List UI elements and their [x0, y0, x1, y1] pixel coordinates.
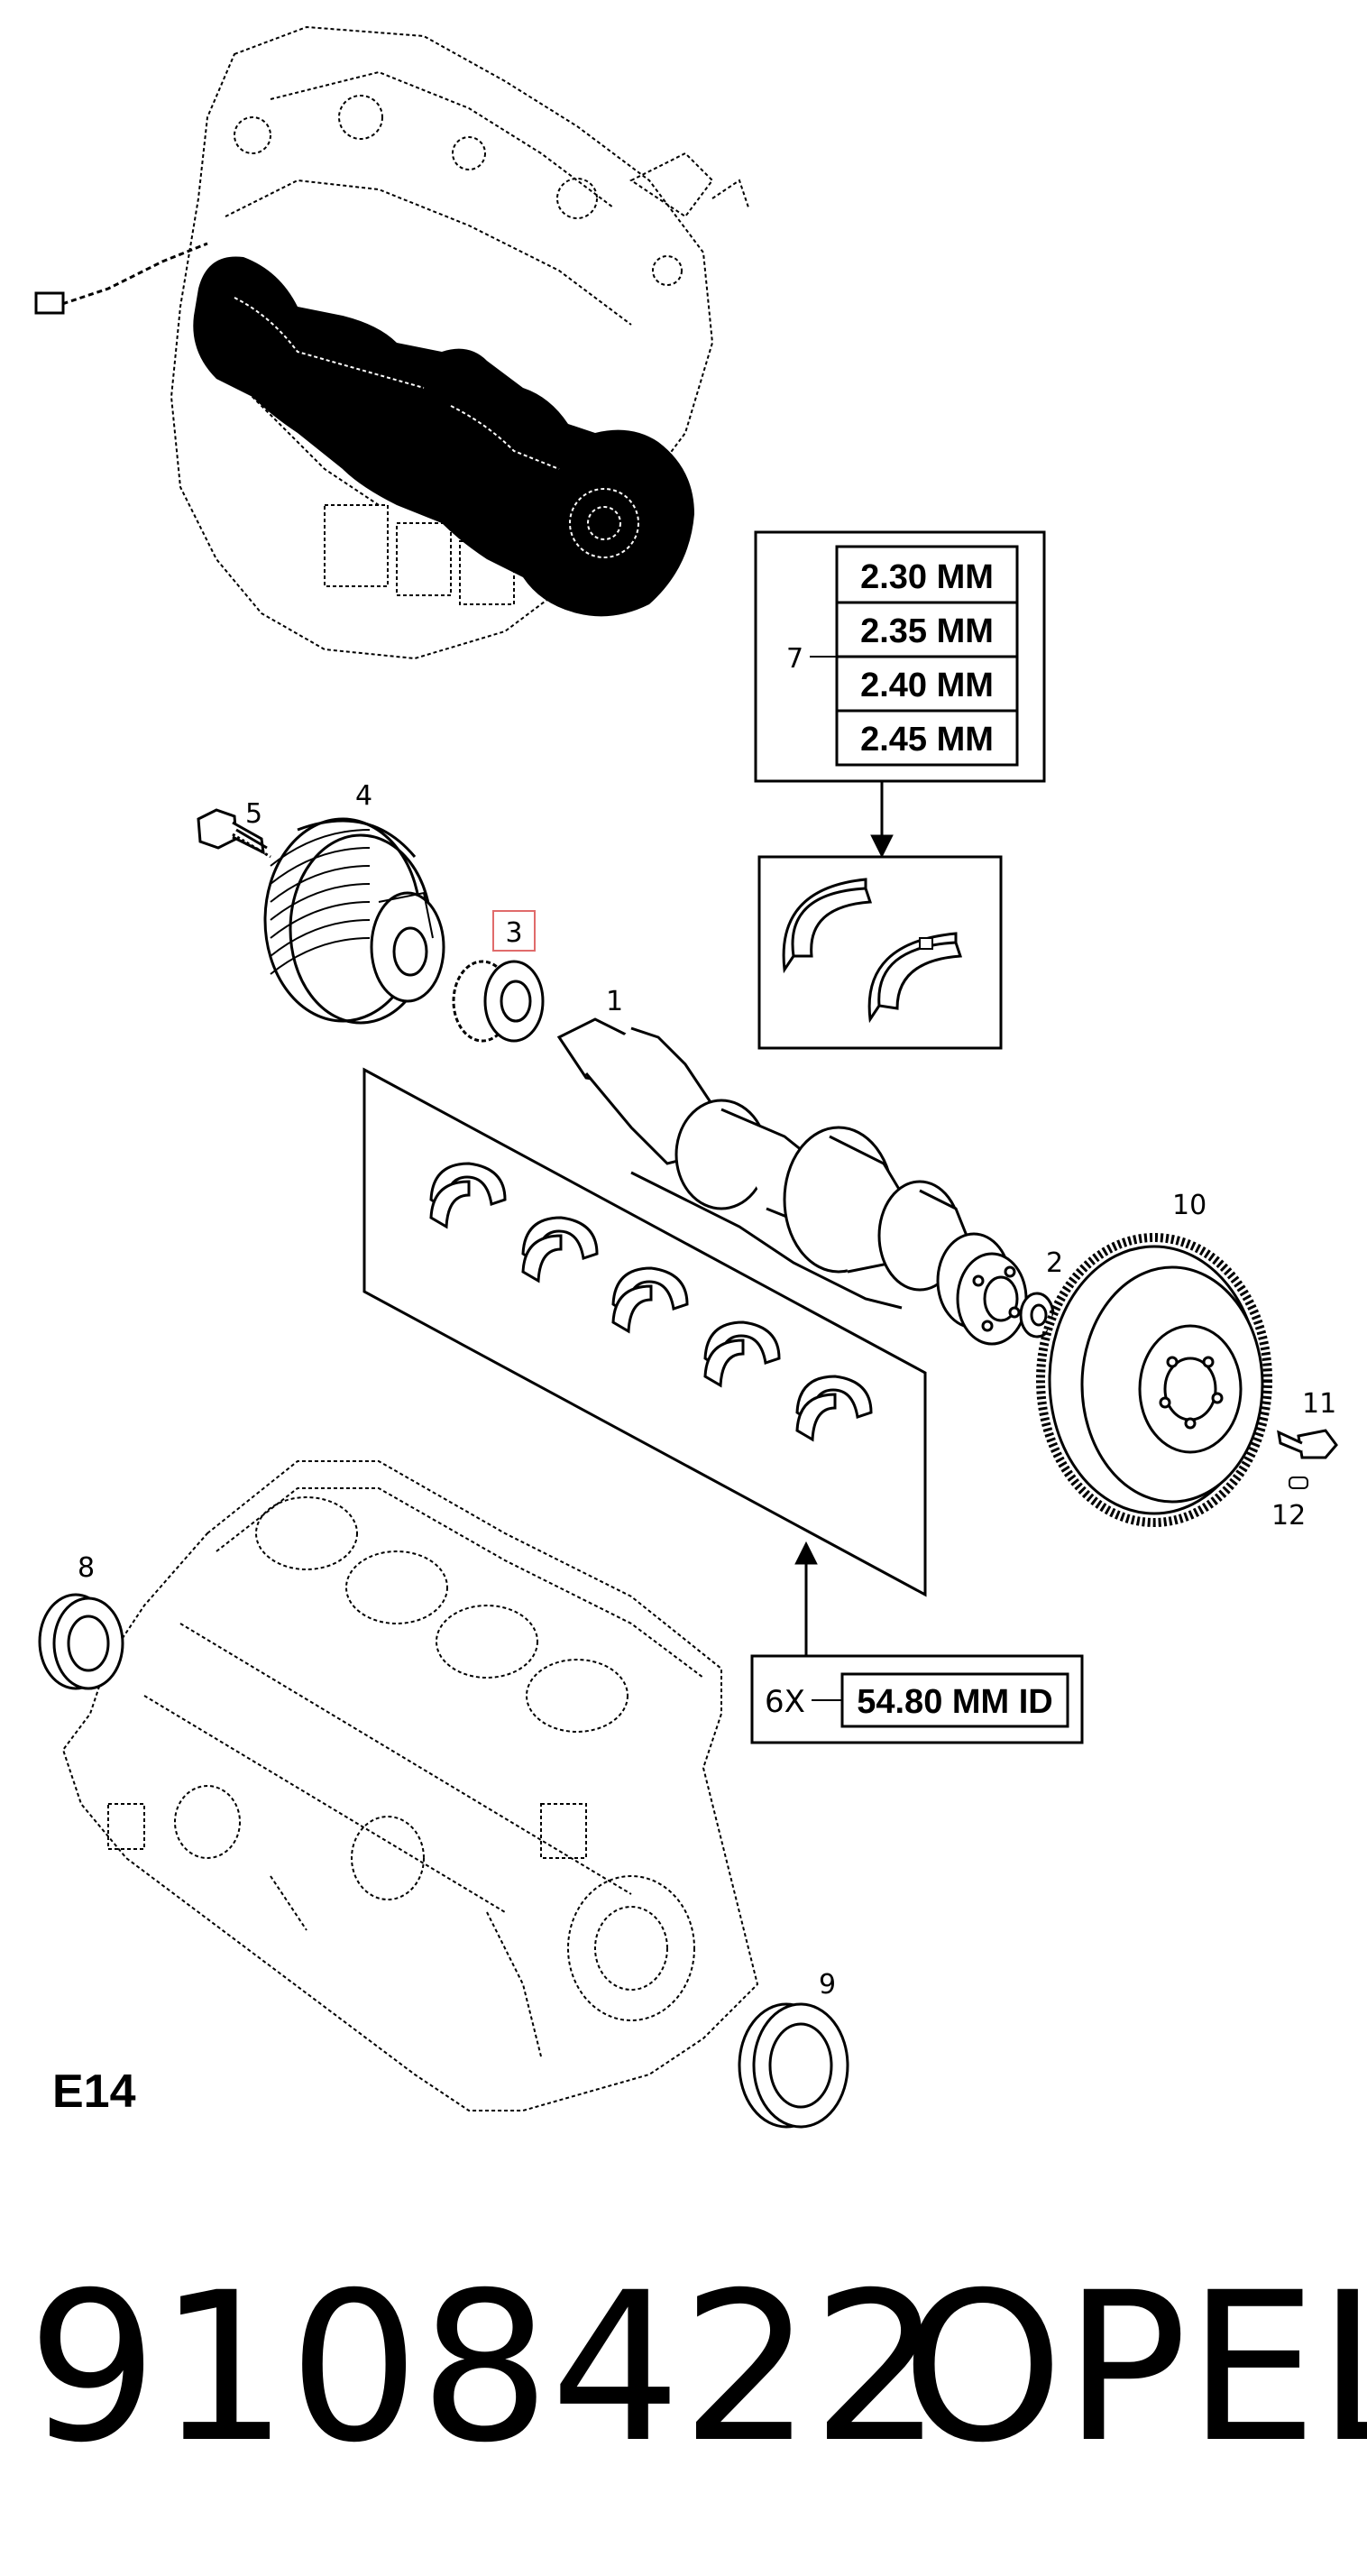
washer-size-2: 2.35 MM [860, 612, 994, 650]
rear-oil-seal [738, 2002, 849, 2129]
washer-size-row [835, 601, 1019, 658]
thrust-washers-panel [757, 855, 1003, 1050]
callout-4: 4 [355, 780, 372, 812]
callout-9: 9 [819, 1969, 836, 2001]
engine-code: E14 [52, 2065, 136, 2118]
flywheel-dowel [1289, 1477, 1308, 1489]
crankshaft [556, 1017, 1028, 1346]
brand-name: OPEL [902, 2248, 1367, 2488]
bearing-quantity: 6X [765, 1684, 805, 1720]
thrust-washer-upper [791, 887, 873, 958]
flywheel [1036, 1233, 1272, 1527]
main-bearing-shell [703, 1320, 781, 1388]
callout-10: 10 [1172, 1190, 1206, 1221]
thrust-washer-lower-inner [867, 932, 958, 1024]
callout-11: 11 [1302, 1388, 1336, 1420]
thrust-washer-size-panel: 2.30 MM 2.35 MM 2.40 MM 2.45 MM 7 [754, 530, 1046, 783]
crankshaft-location-silhouette [193, 256, 694, 617]
washer-size-3: 2.40 MM [860, 667, 994, 704]
crankshaft-silhouette-highlights [234, 297, 639, 558]
engine-assembly-illustration [170, 25, 749, 660]
crankshaft-sprocket [452, 960, 545, 1043]
main-bearings-panel [362, 1067, 927, 1597]
part-number: 9108422 [27, 2248, 943, 2488]
callout-2: 2 [1046, 1247, 1063, 1279]
callout-1: 1 [606, 986, 623, 1017]
sensor-wire-illustration [34, 242, 208, 315]
callout-7: 7 [786, 643, 803, 675]
callout-8: 8 [78, 1552, 95, 1584]
main-bearing-shell [521, 1216, 599, 1283]
callout-3-highlight [492, 910, 536, 952]
bearing-arrow [794, 1541, 818, 1656]
front-oil-seal [38, 1593, 124, 1690]
thrust-washer-lower [877, 941, 963, 1010]
callout-3: 3 [505, 917, 522, 949]
washer-size-4: 2.45 MM [860, 721, 994, 759]
bearing-size-note: 6X 54.80 MM ID [750, 1654, 1084, 1744]
bearing-size: 54.80 MM ID [857, 1683, 1053, 1721]
thrust-washer-upper-inner [782, 878, 867, 974]
engine-block-illustration [61, 1460, 759, 2111]
main-bearing-shell [611, 1266, 689, 1334]
pulley-bolt [197, 808, 271, 859]
crankshaft-pulley [263, 817, 445, 1025]
main-bearing-shell [429, 1162, 507, 1229]
washer-size-1: 2.30 MM [860, 558, 994, 596]
callout-5: 5 [245, 798, 262, 830]
flywheel-bolt [1277, 1429, 1338, 1459]
washer-arrow [870, 781, 894, 859]
callout-12: 12 [1271, 1500, 1306, 1532]
washer-size-row [835, 709, 1019, 767]
main-bearing-shell [795, 1375, 873, 1442]
